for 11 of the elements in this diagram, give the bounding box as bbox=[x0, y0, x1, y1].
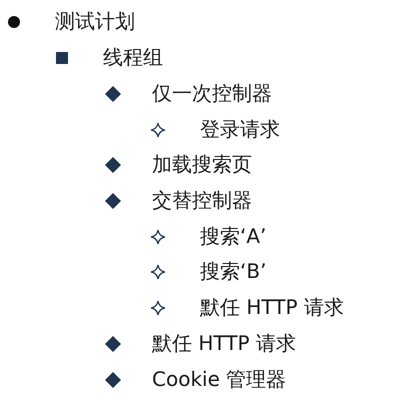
list-item-text: 搜索‘A’ bbox=[200, 224, 266, 248]
list-item-text: 仅一次控制器 bbox=[152, 81, 272, 105]
list-item-text: Cookie 管理器 bbox=[152, 367, 286, 391]
list-item-text: 默任 HTTP 请求 bbox=[200, 295, 344, 319]
list-item-text: 登录请求 bbox=[200, 117, 280, 141]
list-item-text: 默任 HTTP 请求 bbox=[152, 331, 296, 355]
list-item-text: 交替控制器 bbox=[152, 188, 252, 212]
list-item-text: 加载搜索页 bbox=[152, 152, 252, 176]
list-item-text: 测试计划 bbox=[55, 9, 135, 33]
list-item-text: 线程组 bbox=[103, 45, 163, 69]
list-item-text: 搜索‘B’ bbox=[200, 259, 266, 283]
